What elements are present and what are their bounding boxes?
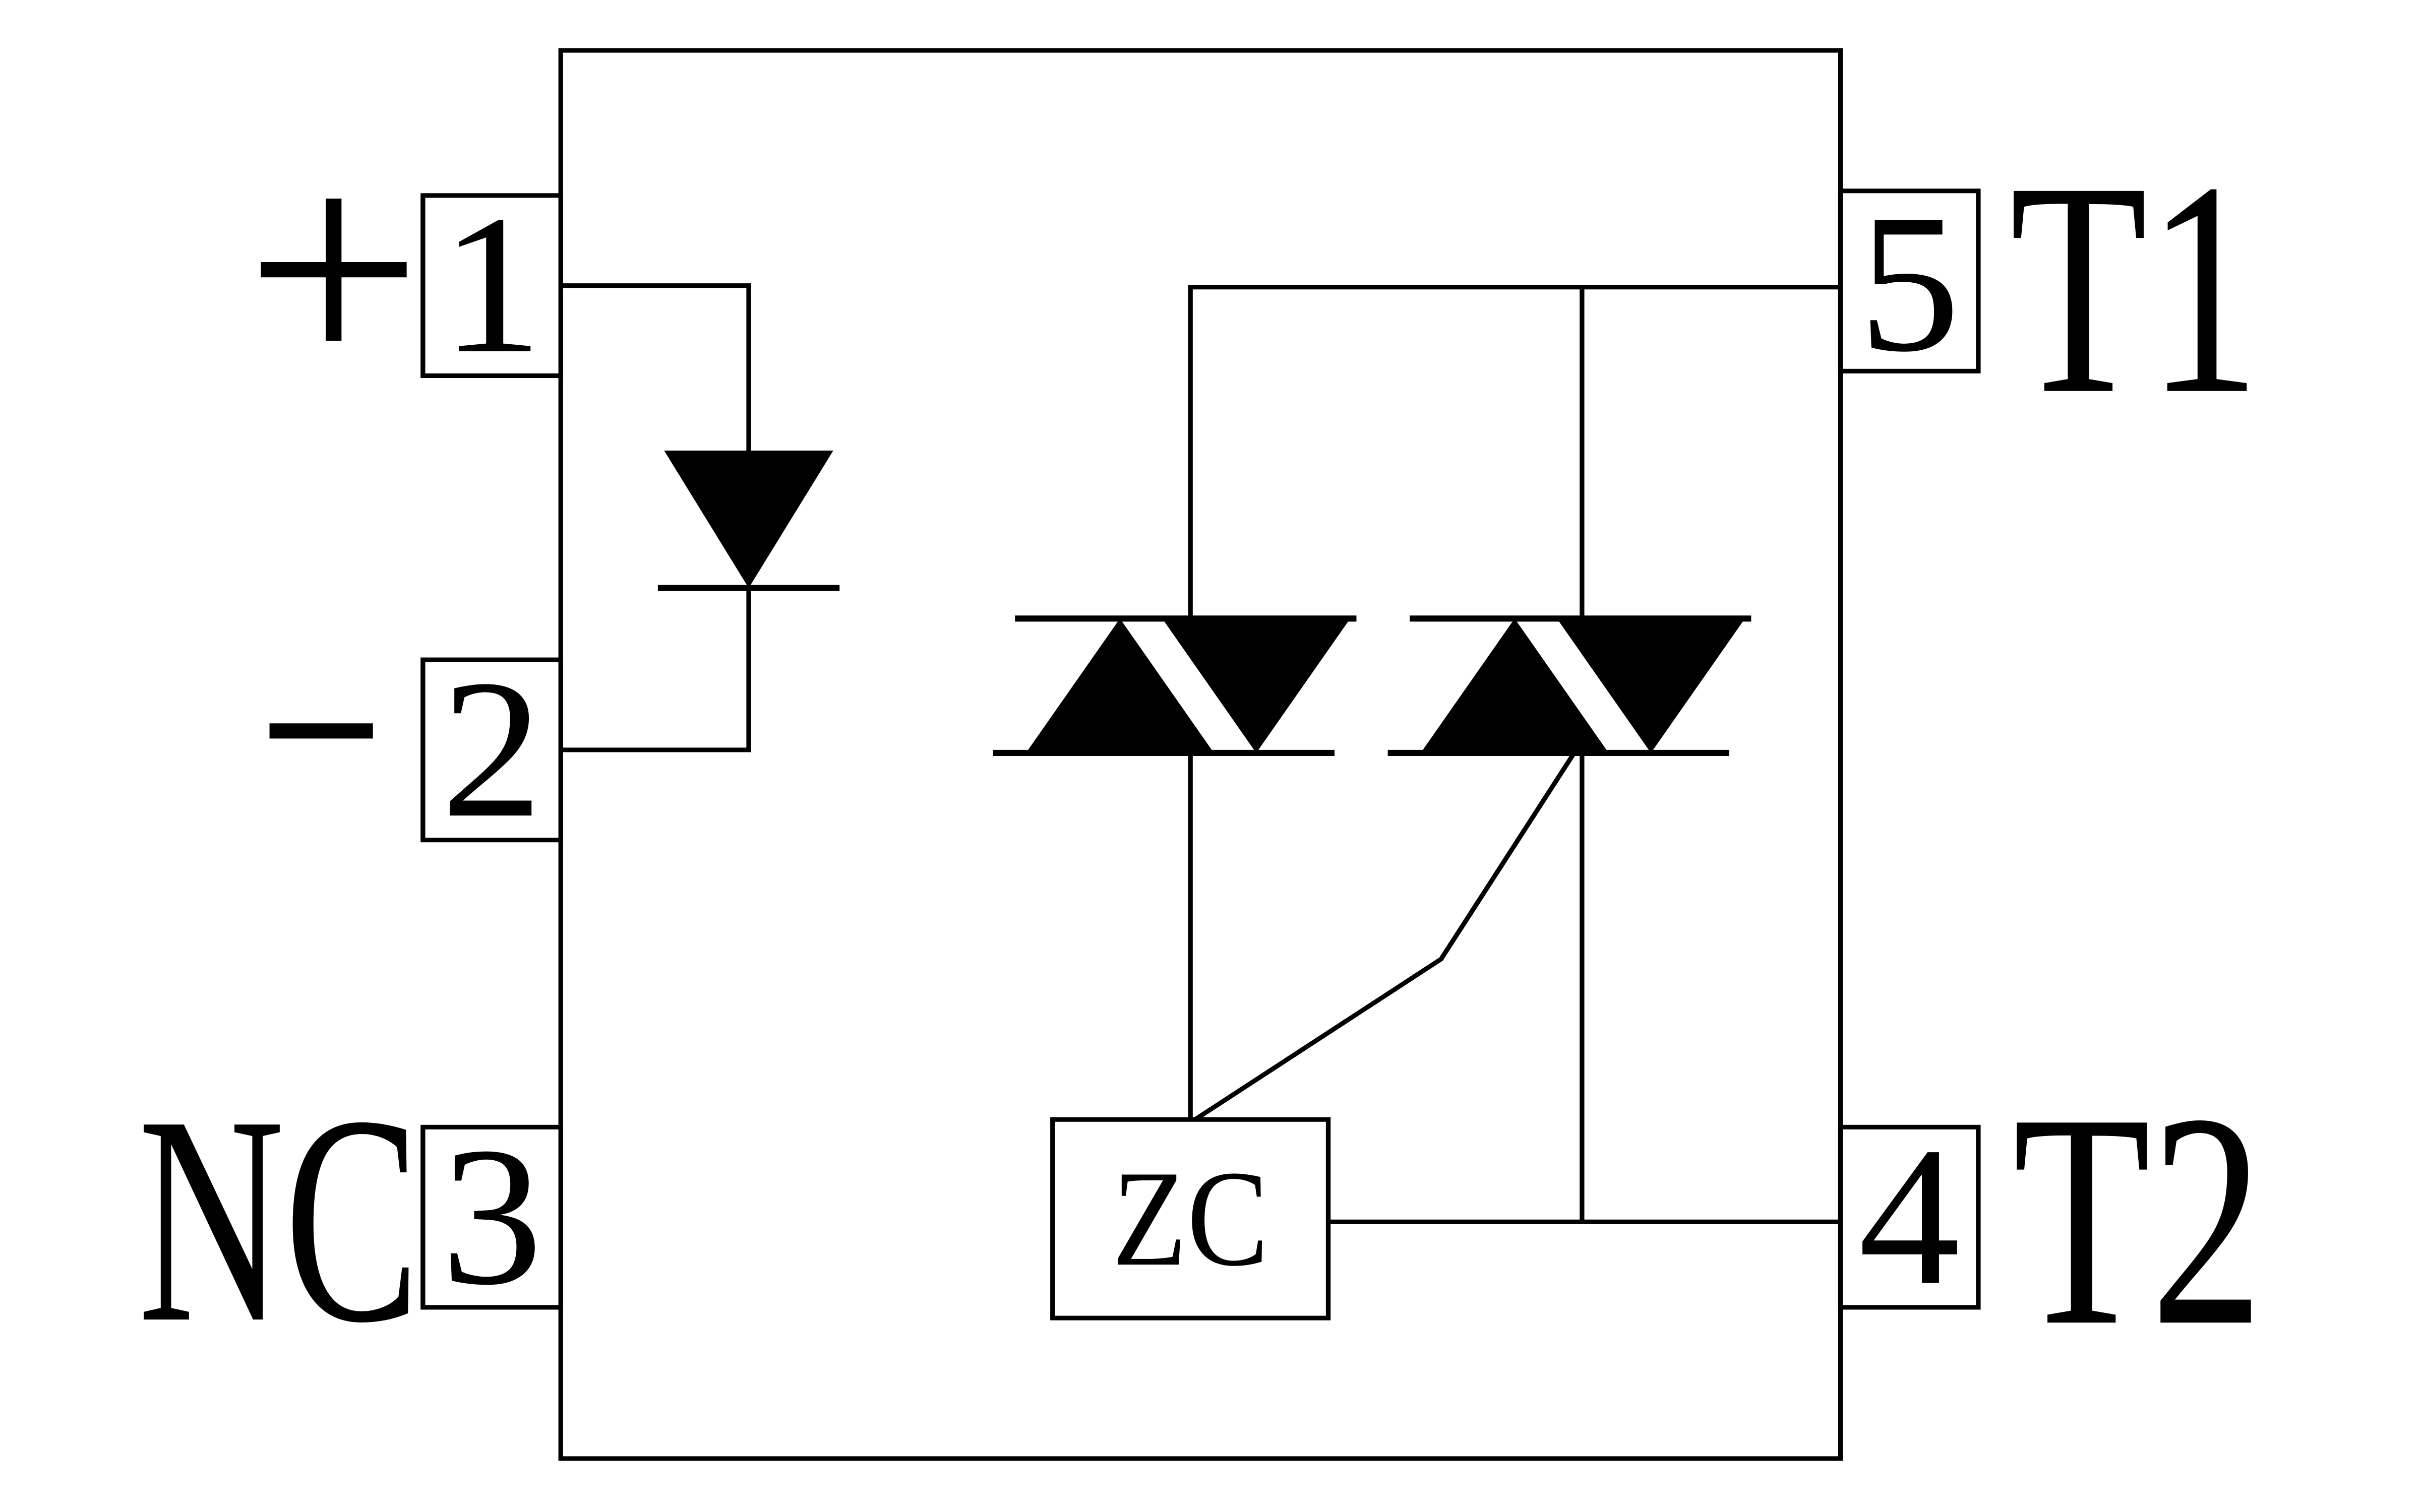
pin-3-number: 3 — [441, 1106, 543, 1326]
triac1-up-triangle — [1025, 618, 1214, 753]
pin-5-number: 5 — [1858, 173, 1960, 393]
triac1-down-triangle — [1162, 618, 1351, 753]
pin-1-label: + — [246, 99, 422, 437]
pin-5-box — [1838, 188, 1981, 373]
pin-2-label: − — [259, 560, 384, 898]
led-cathode-wire — [561, 588, 751, 752]
pin-2-box — [420, 657, 563, 843]
pin-3-label: NC — [138, 1055, 419, 1384]
pin-1-box — [420, 193, 563, 378]
zero-crossing-label: ZC — [1112, 1142, 1269, 1294]
pin-5-label: T1 — [2010, 119, 2260, 457]
triac2-up-triangle — [1420, 618, 1609, 753]
led-anode-wire — [561, 283, 751, 451]
triac2-gate-wire — [1193, 751, 1577, 1121]
pin-2-number: 2 — [441, 639, 543, 859]
pin-3-box — [420, 1124, 563, 1310]
pin-4-label: T2 — [2013, 1050, 2263, 1389]
triac2-down-triangle — [1557, 618, 1745, 753]
t1-bus-wire — [1188, 285, 1841, 619]
pin-1-number: 1 — [441, 174, 543, 394]
pin-4-box — [1838, 1124, 1981, 1310]
zero-crossing-block — [1050, 1117, 1331, 1320]
led-diode-symbol — [664, 450, 833, 588]
pin-4-number: 4 — [1858, 1106, 1960, 1326]
